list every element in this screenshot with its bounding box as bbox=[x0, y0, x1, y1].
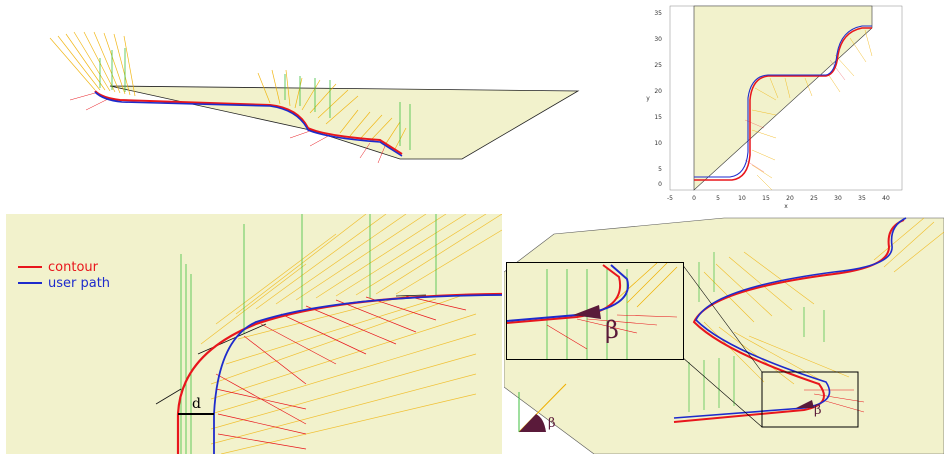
inset-angle-wedge bbox=[573, 305, 601, 319]
zoom-highlight-box bbox=[761, 371, 859, 428]
svg-text:40: 40 bbox=[882, 195, 890, 202]
plot-surface bbox=[693, 5, 873, 191]
top-view-plot-panel: -5 0 5 10 15 20 25 30 35 40 x 35 30 25 2… bbox=[640, 0, 910, 210]
svg-text:30: 30 bbox=[834, 195, 842, 202]
x-axis-label: x bbox=[784, 203, 788, 210]
x-tick-labels: -5 0 5 10 15 20 25 30 35 40 bbox=[667, 195, 890, 202]
svg-text:35: 35 bbox=[858, 195, 866, 202]
detail-angle-label: β bbox=[814, 403, 822, 418]
plot-contour bbox=[694, 27, 872, 181]
zoom-surface bbox=[6, 214, 502, 454]
svg-text:5: 5 bbox=[716, 195, 720, 202]
svg-text:-5: -5 bbox=[667, 195, 673, 202]
svg-text:20: 20 bbox=[786, 195, 794, 202]
svg-text:35: 35 bbox=[654, 10, 662, 17]
detail-orange-normals bbox=[703, 217, 944, 385]
inset-red-normals bbox=[546, 314, 678, 350]
legend-user-path-label: user path bbox=[48, 276, 110, 291]
zoom-user-path bbox=[213, 294, 502, 454]
zoom-green-arrows bbox=[180, 214, 437, 454]
svg-text:0: 0 bbox=[692, 195, 696, 202]
detail-green-arrows bbox=[688, 252, 825, 412]
legend: contour user path bbox=[18, 260, 110, 291]
svg-text:30: 30 bbox=[654, 36, 662, 43]
svg-text:15: 15 bbox=[762, 195, 770, 202]
overview-user-path bbox=[94, 91, 403, 157]
overview-3d-panel bbox=[40, 18, 590, 178]
svg-text:5: 5 bbox=[658, 166, 662, 173]
zoom-orange-hatching bbox=[200, 214, 502, 454]
svg-text:10: 10 bbox=[738, 195, 746, 202]
plot-user-path bbox=[694, 25, 872, 178]
svg-text:0: 0 bbox=[658, 181, 662, 188]
red-normal-lines bbox=[69, 92, 386, 164]
svg-text:25: 25 bbox=[654, 62, 662, 69]
green-vertical-arrows bbox=[99, 48, 411, 150]
zoom-distance-panel: d contour user path bbox=[6, 214, 502, 454]
surface-plane bbox=[109, 85, 580, 160]
inset-contour bbox=[507, 264, 622, 324]
svg-text:25: 25 bbox=[810, 195, 818, 202]
detail-angle-wedge bbox=[796, 400, 814, 408]
overview-contour bbox=[94, 90, 403, 155]
svg-text:15: 15 bbox=[654, 114, 662, 121]
legend-contour-label: contour bbox=[48, 260, 99, 275]
angle-legend-wedge bbox=[519, 414, 546, 432]
inset-angle-label: β bbox=[605, 316, 619, 344]
orange-normal-fans bbox=[49, 31, 407, 150]
svg-text:20: 20 bbox=[654, 88, 662, 95]
svg-text:10: 10 bbox=[654, 140, 662, 147]
inset-connector-top bbox=[681, 263, 763, 373]
detail-contour bbox=[673, 219, 905, 423]
detail-user-path bbox=[673, 217, 907, 419]
y-tick-labels: 35 30 25 20 15 10 5 0 bbox=[654, 10, 662, 188]
inset-connector-bottom bbox=[681, 356, 763, 428]
distance-label: d bbox=[192, 396, 201, 412]
angle-inset-panel: β bbox=[506, 262, 684, 360]
angle-legend-label: β bbox=[548, 416, 556, 431]
plot-normal-fans bbox=[751, 29, 873, 191]
inset-orange-normals bbox=[616, 263, 678, 308]
y-axis-label: y bbox=[646, 95, 650, 102]
angle-legend: β bbox=[518, 383, 567, 433]
zoom-black-tangents bbox=[155, 294, 427, 405]
